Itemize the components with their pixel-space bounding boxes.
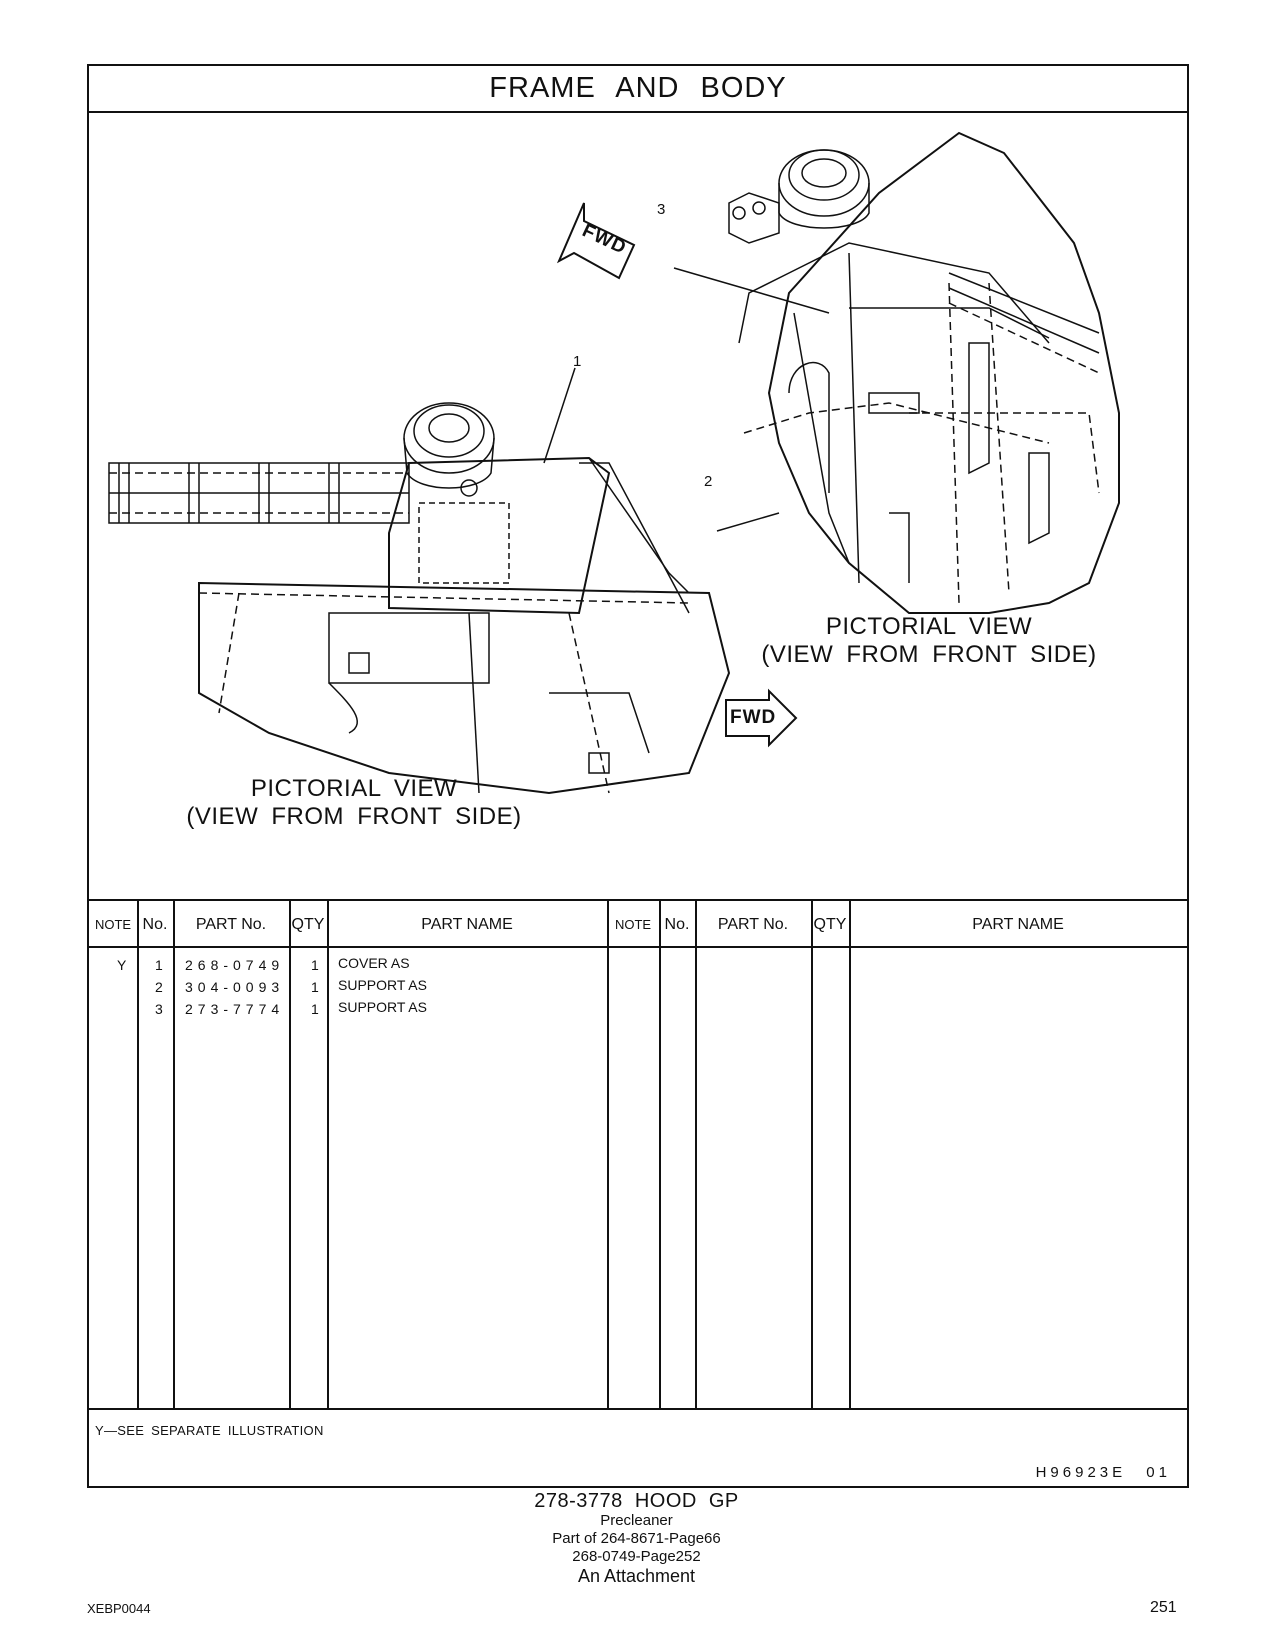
left-pictorial-view (108, 402, 731, 795)
parts-sheet: FRAME AND BODY (87, 64, 1189, 1488)
leader-line-1 (543, 367, 576, 464)
row-1-part-no: 268-0749 (185, 957, 285, 973)
leader-line-2 (716, 512, 780, 532)
row-2-no: 2 (155, 979, 163, 995)
footer-note: Y—SEE SEPARATE ILLUSTRATION (95, 1423, 324, 1438)
row-1-qty: 1 (311, 957, 319, 973)
fwd-label-lower: FWD (730, 707, 777, 728)
right-view-label: PICTORIAL VIEW (VIEW FROM FRONT SIDE) (759, 613, 1099, 669)
right-view-label-line1: PICTORIAL VIEW (825, 613, 1033, 640)
caption-attachment: An Attachment (577, 1566, 696, 1586)
row-2-part-no: 304-0093 (185, 979, 285, 995)
row-3-qty: 1 (311, 1001, 319, 1017)
document-code: XEBP0044 (87, 1601, 151, 1616)
fwd-arrow-lower (725, 688, 798, 748)
header-part-no-left: PART No. (195, 915, 267, 933)
row-3-no: 3 (155, 1001, 163, 1017)
caption-part-of: Part of 264-8671-Page66 (552, 1530, 721, 1547)
parts-drawing (108, 131, 1120, 795)
leader-line-3 (673, 267, 830, 314)
header-no-left: No. (142, 915, 168, 933)
row-2-part-name: SUPPORT AS (338, 977, 427, 993)
header-no-right: No. (664, 915, 690, 933)
left-view-label-line2: (VIEW FROM FRONT SIDE) (186, 803, 522, 830)
row-2-qty: 1 (311, 979, 319, 995)
row-3-part-name: SUPPORT AS (338, 999, 427, 1015)
header-part-name-left: PART NAME (421, 915, 513, 933)
caption-group-number: 278-3778 HOOD GP (534, 1490, 739, 1512)
footer-divider (89, 1408, 1187, 1410)
header-qty-left: QTY (291, 915, 325, 933)
row-1-note: Y (117, 957, 127, 973)
row-3-part-no: 273-7774 (185, 1001, 285, 1017)
right-pictorial-view (728, 131, 1120, 614)
illustration-code: H96923E 01 (1035, 1464, 1171, 1481)
page-title: FRAME AND BODY (89, 66, 1187, 113)
table-header (89, 901, 1187, 948)
page-number: 251 (1150, 1599, 1177, 1616)
parts-table: NOTE No. PART No. QTY PART NAME NOTE No.… (89, 899, 1187, 1410)
callout-1: 1 (573, 353, 582, 370)
row-1-no: 1 (155, 957, 163, 973)
header-part-no-right: PART No. (717, 915, 789, 933)
header-note-right: NOTE (614, 917, 652, 932)
header-note-left: NOTE (94, 917, 132, 932)
illustration-area: FWD FWD 3 1 2 PICTORIAL VIEW (VIEW FROM … (89, 113, 1187, 899)
callout-3: 3 (657, 201, 666, 218)
header-part-name-right: PART NAME (972, 915, 1064, 933)
row-1-part-name: COVER AS (338, 955, 410, 971)
callout-2: 2 (704, 473, 713, 490)
caption-reference: 268-0749-Page252 (572, 1548, 701, 1565)
caption-description: Precleaner (600, 1512, 673, 1529)
left-view-label: PICTORIAL VIEW (VIEW FROM FRONT SIDE) (184, 775, 524, 831)
right-view-label-line2: (VIEW FROM FRONT SIDE) (761, 641, 1097, 668)
header-qty-right: QTY (813, 915, 847, 933)
left-view-label-line1: PICTORIAL VIEW (250, 775, 458, 802)
fwd-arrow-upper (556, 202, 636, 280)
